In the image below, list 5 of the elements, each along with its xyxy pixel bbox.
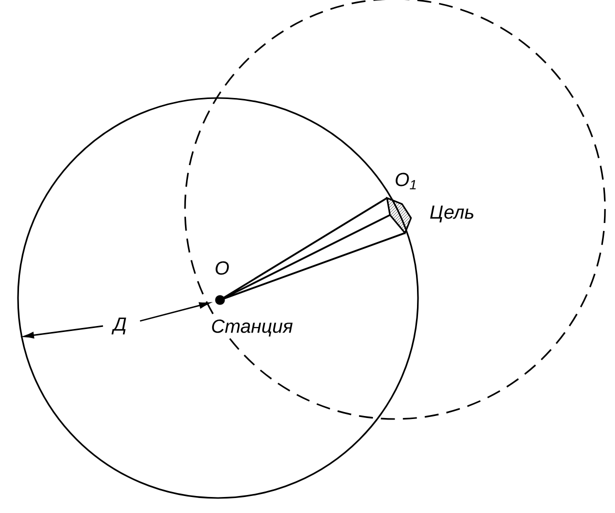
target-label: Цель	[428, 204, 476, 224]
dimension-label: Д	[112, 316, 128, 336]
station-label: Станция	[210, 318, 294, 338]
point-label: O$_{1}$	[394, 172, 418, 190]
point-label: O	[214, 260, 230, 276]
